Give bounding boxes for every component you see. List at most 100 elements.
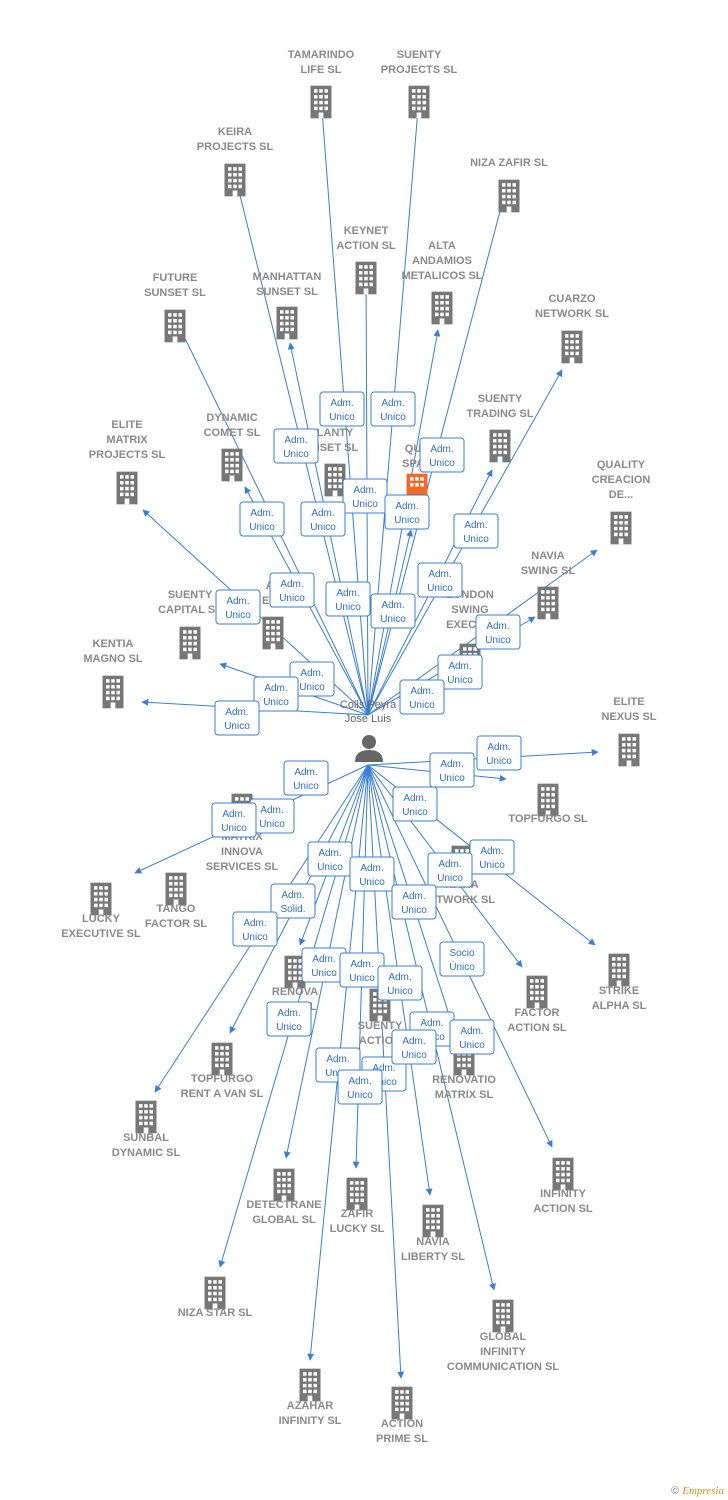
edge-role-label[interactable]: Adm.Unico (437, 654, 483, 690)
edge-role-label[interactable]: Adm.Unico (249, 798, 295, 834)
edge-role-label[interactable]: Adm.Solid. (270, 883, 316, 919)
building-icon (561, 330, 583, 364)
edge-role-label[interactable]: Adm.Unico (319, 391, 365, 427)
company-label: METALICOS SL (401, 270, 482, 282)
edge-role-label[interactable]: Adm.Unico (370, 391, 416, 427)
company-node-topfurgo[interactable]: TOPFURGO SL (508, 783, 588, 825)
edge-role-label[interactable]: Adm.Unico (399, 679, 445, 715)
company-node-niza-zafir[interactable]: NIZA ZAFIR SL (470, 157, 548, 213)
edge-role-label[interactable]: Adm.Unico (283, 760, 329, 796)
edge-role-label[interactable]: Adm.Unico (253, 676, 299, 712)
brand-logo[interactable]: Empresia (682, 1485, 724, 1497)
company-node-matrix-innova[interactable]: MATRIXINNOVASERVICES SL (206, 793, 279, 873)
edge-role-label[interactable]: Adm.Unico (214, 700, 260, 736)
company-label: PROJECTS SL (89, 449, 166, 461)
role-line1: Adm. (350, 959, 373, 970)
company-node-niza-star[interactable]: NIZA STAR SL (178, 1276, 253, 1319)
center-person[interactable]: Colls Peyra Jose Luis (340, 699, 397, 762)
role-line2: Unico (347, 1090, 373, 1101)
edge-role-label[interactable]: Adm.Unico (232, 911, 278, 947)
edge-role-label[interactable]: Adm.Unico (342, 478, 388, 514)
edge-role-label[interactable]: Adm.Unico (392, 786, 438, 822)
edge-role-label[interactable]: Adm.Unico (215, 589, 261, 625)
company-label: ELITE (111, 419, 142, 431)
role-line1: Adm. (330, 398, 353, 409)
edge-role-label[interactable]: Adm.Unico (475, 614, 521, 650)
edge-role-label[interactable]: Adm.Unico (273, 428, 319, 464)
edge-role-label[interactable]: Adm.Unico (349, 856, 395, 892)
company-label: NEXUS SL (601, 711, 656, 723)
company-node-quality-creacion[interactable]: QUALITYCREACIONDE... (592, 459, 651, 545)
role-line2: Unico (224, 721, 250, 732)
edge-role-label[interactable]: Adm.Unico (391, 1029, 437, 1065)
edge-role-label[interactable]: Adm.Unico (377, 965, 423, 1001)
edge-role-label[interactable]: Adm.Unico (391, 884, 437, 920)
edge-role-label[interactable]: Adm.Unico (339, 952, 385, 988)
company-label: INNOVA (221, 846, 263, 858)
role-line1: Adm. (381, 600, 404, 611)
edge-role-label[interactable]: Adm.Unico (429, 752, 475, 788)
edge-role-label[interactable]: Adm.Unico (307, 841, 353, 877)
edge-role-label[interactable]: Adm.Unico (384, 494, 430, 530)
edge-role-label[interactable]: Adm.Unico (453, 513, 499, 549)
edge-role-label[interactable]: Adm.Unico (289, 661, 335, 697)
edge-role-label[interactable]: Adm.Unico (211, 802, 257, 838)
edge-role-label[interactable]: Adm.Unico (427, 852, 473, 888)
role-line2: Unico (310, 522, 336, 533)
edge-role-label[interactable]: Adm.Unico (469, 839, 515, 875)
edge-role-label[interactable]: Adm. Unico (266, 1001, 312, 1037)
edge-role-label[interactable]: Adm.Unico (239, 501, 285, 537)
edge-role-label[interactable]: Adm.Unico (370, 593, 416, 629)
company-label: INFINITY (480, 1346, 526, 1358)
edge-role-label[interactable]: Adm.Unico (417, 562, 463, 598)
role-line1: Adm. (428, 569, 451, 580)
role-line1: Adm. (277, 1008, 300, 1019)
role-line1: Adm. (264, 683, 287, 694)
role-line1: Adm. (250, 508, 273, 519)
edge-role-label[interactable]: Adm.Unico (300, 501, 346, 537)
edge-role-label[interactable]: Adm.Unico (449, 1019, 495, 1055)
edge-role-label[interactable]: Adm.Unico (476, 735, 522, 771)
company-label: TOPFURGO (191, 1073, 254, 1085)
role-line2: Unico (276, 1022, 302, 1033)
company-label: ELITE (613, 696, 644, 708)
edge-role-label[interactable]: Adm.Unico (419, 437, 465, 473)
edge-role-label[interactable]: Adm.Unico (337, 1069, 383, 1105)
edge-role-label[interactable]: Adm.Unico (269, 572, 315, 608)
edge-role-label[interactable]: Adm.Unico (325, 581, 371, 617)
company-node-elite-nexus[interactable]: ELITE NEXUS SL (601, 696, 657, 767)
building-icon (408, 85, 430, 119)
edge-role-label[interactable]: Adm.Unico (301, 947, 347, 983)
